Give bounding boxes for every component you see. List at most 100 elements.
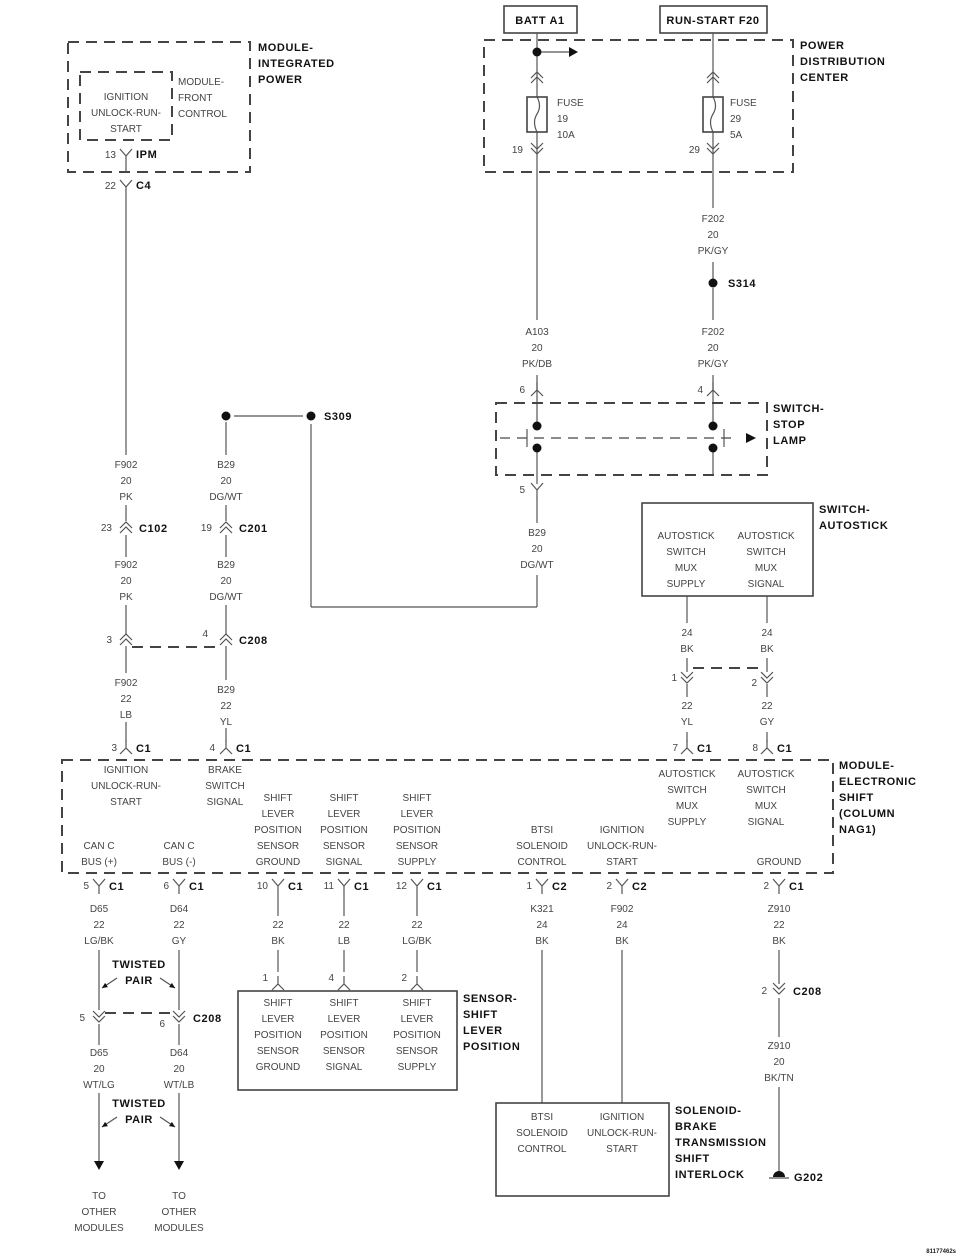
- wires-a103-label: 20: [531, 343, 543, 354]
- sensor-supply-label: SENSOR: [396, 1046, 438, 1057]
- can-twisted-pair-lower-label: TWISTED: [112, 1098, 166, 1110]
- autostick-signal-label: SIGNAL: [748, 579, 785, 590]
- fuse-29-icon: [709, 96, 717, 133]
- ipm-title-label: POWER: [258, 74, 303, 86]
- connectors-esm-bottom-7-name-label: C1: [789, 881, 804, 893]
- esm-functions-slp-supply-label: SHIFT: [403, 793, 432, 804]
- connector-female-symbol: [119, 148, 133, 164]
- solenoid-btsi-label: CONTROL: [518, 1144, 567, 1155]
- esm-functions-can-plus-label: BUS (+): [81, 857, 117, 868]
- connectors-c208-ground-name-label: C208: [793, 986, 822, 998]
- wires-autostick-supply-upper-label: 24: [681, 628, 693, 639]
- connectors-esm-top-1-name-label: C1: [236, 743, 251, 755]
- actuator-arrow-icon: [746, 433, 756, 443]
- connectors-esm-bottom-2-cavity-label: 10: [257, 881, 269, 892]
- sensor-ground-label: LEVER: [262, 1014, 295, 1025]
- esm-functions-slp-supply-label: POSITION: [393, 825, 441, 836]
- connectors-esm-bottom-3-name-label: C1: [354, 881, 369, 893]
- wires-slp-signal-label: LB: [338, 936, 351, 947]
- esm-functions-brake-label: BRAKE: [208, 765, 242, 776]
- contact-dot: [708, 421, 718, 431]
- solenoid-title-label: TRANSMISSION: [675, 1137, 767, 1149]
- inline-connector-symbol: [760, 671, 774, 684]
- splice-s314-dot: [708, 278, 718, 288]
- splices-s309-label: S309: [324, 411, 352, 423]
- ipm-pin-function-label: IGNITION: [104, 92, 148, 103]
- esm-functions-as-signal-label: AUTOSTICK: [737, 769, 794, 780]
- autostick-title-label: SWITCH-: [819, 504, 870, 516]
- connector-male-symbol: [530, 382, 544, 397]
- can-dest-left-label: OTHER: [82, 1207, 117, 1218]
- connector-male-symbol: [219, 740, 233, 755]
- esm-functions-ignition-2-label: START: [606, 857, 638, 868]
- autostick-signal-label: SWITCH: [746, 547, 785, 558]
- connector-female-symbol: [271, 878, 285, 894]
- wires-f902-upper-label: 20: [120, 476, 132, 487]
- wires-f902-mid-label: F902: [115, 560, 138, 571]
- electronic-shift-module-box: [61, 759, 834, 874]
- autostick-signal-label: MUX: [755, 563, 778, 574]
- wires-f202-upper-label: 20: [707, 230, 719, 241]
- sensor-title-label: SHIFT: [463, 1009, 498, 1021]
- sensor-supply-label: POSITION: [393, 1030, 441, 1041]
- inline-connector-symbol: [119, 633, 133, 646]
- esm-functions-slp-signal-label: SIGNAL: [326, 857, 363, 868]
- splices-s314-label: S314: [728, 278, 756, 290]
- wires-autostick-supply-upper-label: BK: [680, 644, 694, 655]
- wires-z910-lower-label: BK/TN: [764, 1073, 793, 1084]
- integrated-power-module-box: [67, 41, 251, 173]
- pointer-arrow-icon: [169, 1121, 175, 1127]
- sensor-signal-label: LEVER: [328, 1014, 361, 1025]
- connector-female-symbol: [615, 878, 629, 894]
- wires-f202-upper-label: PK/GY: [698, 246, 729, 257]
- sensor-ground-label: SENSOR: [257, 1046, 299, 1057]
- contact-dot: [708, 443, 718, 453]
- wires-f202-lower-label: PK/GY: [698, 359, 729, 370]
- pdc-cavity-29-label: 29: [689, 145, 701, 156]
- ipm-front-control-title-label: MODULE-: [178, 77, 224, 88]
- pdc-fuse-19-label: FUSE: [557, 98, 584, 109]
- pdc-cavity-19-label: 19: [512, 145, 524, 156]
- wires-k321-label: BK: [535, 936, 549, 947]
- inline-connector-symbol: [772, 982, 786, 995]
- can-twisted-pair-lower-label: PAIR: [125, 1114, 153, 1126]
- connectors-c208-upper-cavities-0-label: 3: [106, 635, 112, 646]
- esm-functions-slp-signal-label: LEVER: [328, 809, 361, 820]
- connectors-c102-cavity-label: 23: [101, 523, 113, 534]
- connector-female-symbol: [92, 878, 106, 894]
- wires-b29-lower-label: 22: [220, 701, 232, 712]
- pdc-fuse-29-label: 5A: [730, 130, 743, 141]
- pdc-fuse-19-label: 19: [557, 114, 569, 125]
- connectors-c102-name-label: C102: [139, 523, 168, 535]
- wires-f202-lower-label: F202: [702, 327, 725, 338]
- sensor-signal-label: SENSOR: [323, 1046, 365, 1057]
- esm-functions-ignition-label: UNLOCK-RUN-: [91, 781, 161, 792]
- esm-functions-slp-ground-label: GROUND: [256, 857, 300, 868]
- ipm-pin-function-label: UNLOCK-RUN-: [91, 108, 161, 119]
- wires-k321-label: K321: [530, 904, 554, 915]
- sensor-pins-0-label: 1: [262, 973, 268, 984]
- connectors-esm-bottom-3-cavity-label: 11: [324, 881, 335, 892]
- wires-b29-upper-label: 20: [220, 476, 232, 487]
- esm-functions-ignition-label: IGNITION: [104, 765, 148, 776]
- esm-functions-slp-ground-label: POSITION: [254, 825, 302, 836]
- stop-lamp-title-label: STOP: [773, 419, 805, 431]
- inline-connector-symbol: [92, 1010, 106, 1023]
- wires-f902-btsi-label: 24: [616, 920, 628, 931]
- wires-f902-btsi-label: F902: [611, 904, 634, 915]
- pdc-batt-label-label: BATT A1: [515, 15, 564, 27]
- inline-connector-symbol: [706, 142, 720, 155]
- sensor-signal-label: SHIFT: [330, 998, 359, 1009]
- esm-functions-btsi-label: SOLENOID: [516, 841, 568, 852]
- esm-functions-btsi-label: BTSI: [531, 825, 553, 836]
- connectors-c208-upper-name-label: C208: [239, 635, 268, 647]
- can-dest-right-label: OTHER: [162, 1207, 197, 1218]
- diagram-id-label: 81177462s: [926, 1249, 956, 1255]
- sensor-title-label: POSITION: [463, 1041, 520, 1053]
- autostick-supply-label: MUX: [675, 563, 698, 574]
- pdc-title-label: POWER: [800, 40, 845, 52]
- wires-f902-lower-label: 22: [120, 694, 132, 705]
- sensor-supply-label: SHIFT: [403, 998, 432, 1009]
- wires-autostick-supply-lower-label: 22: [681, 701, 693, 712]
